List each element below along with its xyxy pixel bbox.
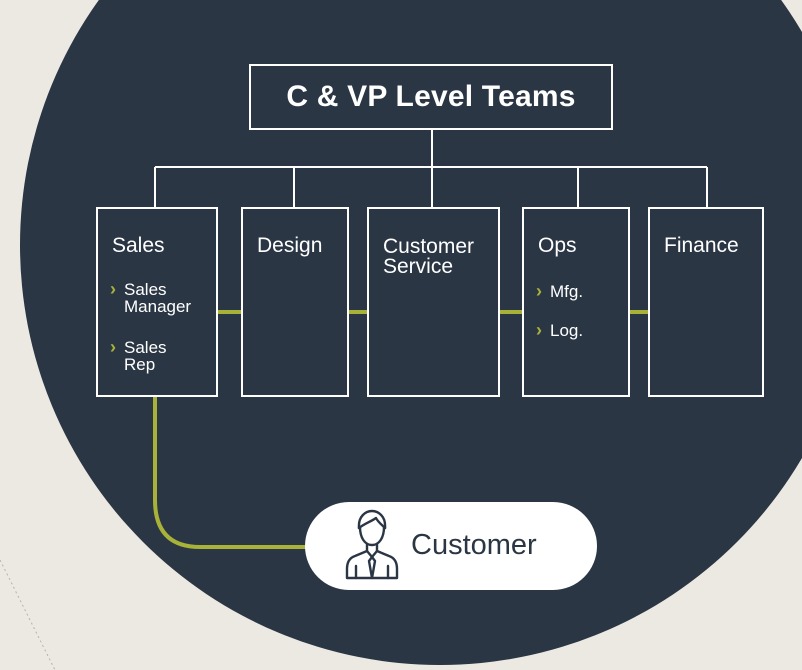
- role-item: › Sales Rep: [110, 337, 191, 374]
- department-title: Design: [257, 234, 323, 257]
- department-box-sales: Sales › Sales Manager › Sales Rep: [96, 207, 218, 397]
- tree-connectors: [154, 130, 708, 207]
- department-title: Customer Service: [383, 235, 475, 278]
- department-box-finance: Finance: [648, 207, 764, 397]
- person-icon: [345, 509, 399, 580]
- role-item: › Log.: [536, 320, 584, 340]
- role-item: › Sales Manager: [110, 279, 192, 316]
- department-title: Sales: [112, 234, 165, 257]
- role-label: Sales Manager: [124, 280, 192, 316]
- top-level-box: C & VP Level Teams: [249, 64, 613, 130]
- department-box-ops: Ops › Mfg. › Log.: [522, 207, 630, 397]
- role-label: Mfg.: [550, 282, 584, 301]
- customer-pill: [305, 502, 597, 590]
- top-level-title: C & VP Level Teams: [286, 80, 576, 113]
- department-box-customer-service: Customer Service: [367, 207, 500, 397]
- chevron-right-icon: ›: [110, 337, 116, 357]
- chevron-right-icon: ›: [536, 281, 542, 301]
- chevron-right-icon: ›: [536, 320, 542, 340]
- chevron-right-icon: ›: [110, 279, 116, 299]
- role-item: › Mfg.: [536, 281, 584, 301]
- department-role-list: › Sales Manager › Sales Rep: [110, 279, 192, 397]
- department-title: Ops: [538, 234, 577, 257]
- department-title: Finance: [664, 234, 739, 257]
- customer-label: Customer: [411, 529, 537, 561]
- sales-to-customer-link: [153, 397, 310, 549]
- role-label: Sales Rep: [124, 338, 167, 374]
- department-box-design: Design: [241, 207, 349, 397]
- role-label: Log.: [550, 321, 584, 340]
- dotted-arc: [0, 559, 56, 670]
- department-role-list: › Mfg. › Log.: [536, 281, 584, 363]
